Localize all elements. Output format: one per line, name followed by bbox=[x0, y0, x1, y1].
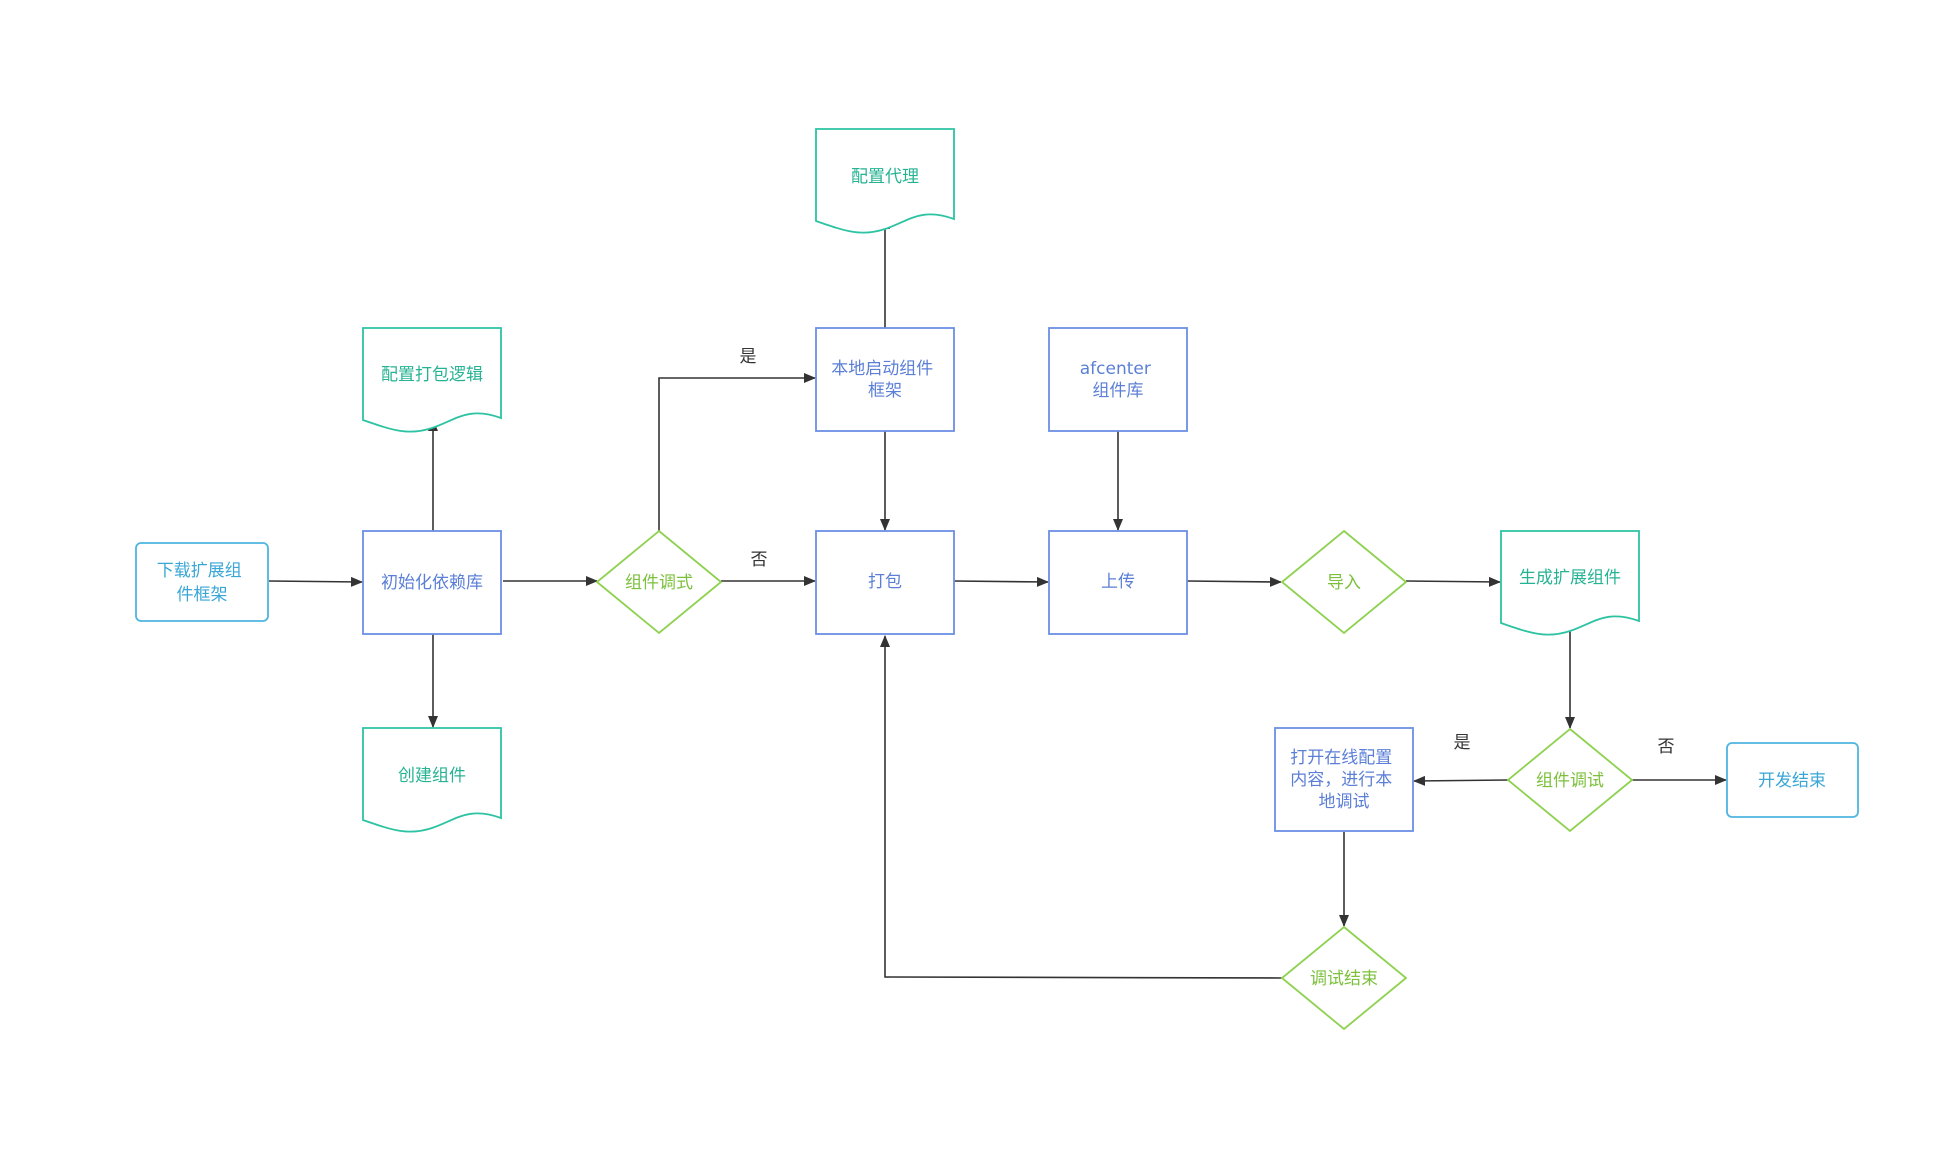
svg-text:打包: 打包 bbox=[868, 572, 902, 592]
edge-debug-end-to-pack bbox=[880, 635, 1283, 979]
edge-upload-to-import bbox=[1186, 576, 1282, 587]
node-label-line: 地调试 bbox=[1319, 792, 1370, 812]
node-label-line: 导入 bbox=[1327, 573, 1361, 593]
node-label-line: afcenter bbox=[1080, 359, 1151, 379]
node-label-line: 调试结束 bbox=[1310, 969, 1378, 989]
node-generate-ext[interactable]: 生成扩展组件 bbox=[1500, 530, 1640, 636]
node-label-line: 配置打包逻辑 bbox=[381, 365, 483, 385]
svg-text:导入: 导入 bbox=[1327, 573, 1361, 593]
node-config-proxy[interactable]: 配置代理 bbox=[815, 128, 955, 234]
node-download-framework[interactable]: 下载扩展组 件框架 bbox=[135, 542, 269, 622]
svg-text:调试结束: 调试结束 bbox=[1310, 969, 1378, 989]
node-afcenter[interactable]: afcenter 组件库 bbox=[1048, 327, 1188, 432]
svg-text:组件调试: 组件调试 bbox=[1536, 771, 1604, 791]
edge-label-yes-2: 是 bbox=[1454, 733, 1471, 753]
svg-text:初始化依赖库: 初始化依赖库 bbox=[381, 573, 483, 593]
edge-debug2-yes-to-open-online bbox=[1413, 775, 1509, 786]
edge-label-yes-1: 是 bbox=[740, 347, 757, 367]
node-label-line: 配置代理 bbox=[851, 167, 919, 187]
node-label-line: 组件调试 bbox=[1536, 771, 1604, 791]
svg-text:配置打包逻辑: 配置打包逻辑 bbox=[381, 365, 483, 385]
node-label-line: 初始化依赖库 bbox=[381, 573, 483, 593]
svg-text:本地启动组件 框架: 本地启动组件 框架 bbox=[831, 359, 938, 401]
node-label-line: 打开在线配置 bbox=[1290, 748, 1392, 768]
node-label-line: 打包 bbox=[868, 572, 902, 592]
node-label-line: 下载扩展组 bbox=[157, 561, 242, 581]
node-label-line: 框架 bbox=[868, 381, 902, 401]
svg-text:开发结束: 开发结束 bbox=[1758, 771, 1826, 791]
node-component-debug-2[interactable]: 组件调试 bbox=[1506, 727, 1634, 833]
node-open-online[interactable]: 打开在线配置 内容，进行本 地调试 bbox=[1274, 727, 1414, 832]
svg-text:创建组件: 创建组件 bbox=[398, 766, 466, 786]
node-import[interactable]: 导入 bbox=[1280, 529, 1408, 635]
edge-download-to-init bbox=[268, 576, 363, 587]
node-label-line: 内容，进行本 bbox=[1290, 770, 1392, 790]
node-label-line: 生成扩展组件 bbox=[1519, 568, 1621, 588]
node-pack[interactable]: 打包 bbox=[815, 530, 955, 635]
node-config-pack-logic[interactable]: 配置打包逻辑 bbox=[362, 327, 502, 433]
edge-debug1-yes-to-local-start bbox=[658, 373, 816, 531]
svg-text:生成扩展组件: 生成扩展组件 bbox=[1519, 568, 1621, 588]
node-label-line: 创建组件 bbox=[398, 766, 466, 786]
node-create-component[interactable]: 创建组件 bbox=[362, 727, 502, 833]
node-label-line: 本地启动组件 bbox=[831, 359, 933, 379]
node-label-line: 开发结束 bbox=[1758, 771, 1826, 791]
svg-text:下载扩展组 件框架: 下载扩展组 件框架 bbox=[157, 561, 247, 605]
edge-label-no-1: 否 bbox=[751, 550, 768, 570]
node-local-start[interactable]: 本地启动组件 框架 bbox=[815, 327, 955, 432]
edge-pack-to-upload bbox=[953, 576, 1049, 587]
node-init-deps[interactable]: 初始化依赖库 bbox=[362, 530, 502, 635]
node-label-line: 上传 bbox=[1101, 572, 1135, 592]
edge-import-to-generate bbox=[1405, 576, 1501, 587]
svg-text:打开在线配置 内容，进行本 地调试: 打开在线配置 内容，进行本 地调试 bbox=[1290, 748, 1397, 812]
node-debug-end[interactable]: 调试结束 bbox=[1280, 925, 1408, 1031]
node-label-line: 件框架 bbox=[177, 585, 228, 605]
node-upload[interactable]: 上传 bbox=[1048, 530, 1188, 635]
svg-text:配置代理: 配置代理 bbox=[851, 167, 919, 187]
node-label-line: 组件调式 bbox=[625, 573, 693, 593]
node-component-debug-1[interactable]: 组件调式 bbox=[595, 529, 723, 635]
edges bbox=[268, 217, 1727, 979]
edge-label-no-2: 否 bbox=[1658, 737, 1675, 757]
node-label-line: 组件库 bbox=[1093, 381, 1144, 401]
svg-text:组件调式: 组件调式 bbox=[625, 573, 693, 593]
svg-text:afcenter 组件库: afcenter 组件库 bbox=[1080, 359, 1157, 401]
svg-text:上传: 上传 bbox=[1101, 572, 1135, 592]
node-dev-end[interactable]: 开发结束 bbox=[1726, 742, 1859, 818]
